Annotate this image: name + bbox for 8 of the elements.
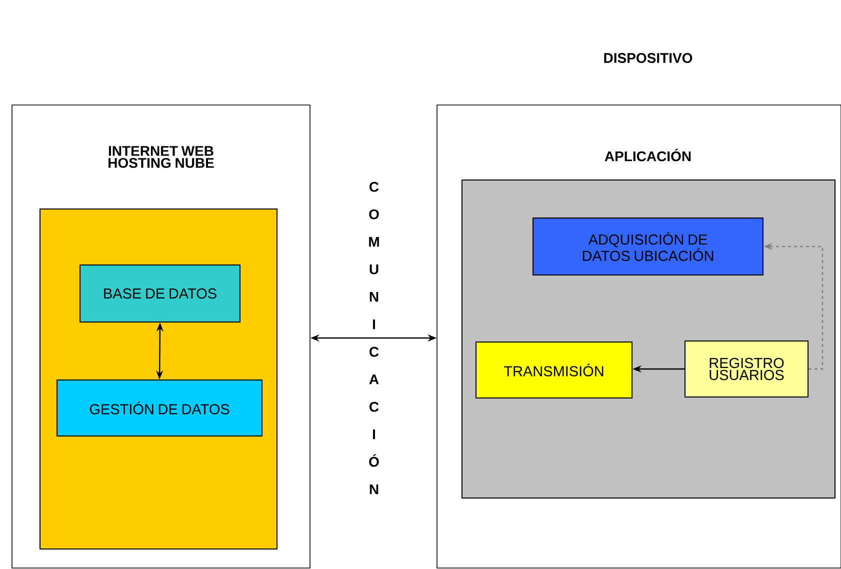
process-box: GESTIÓN DE DATOS	[56, 380, 262, 436]
process-box: TRANSMISIÓN	[476, 342, 632, 398]
edge-label: COMUNICACIÓN	[369, 182, 379, 494]
process-box: ADQUISICIÓN DE DATOS UBICACIÓN	[532, 218, 764, 276]
process-box: BASE DE DATOS	[80, 264, 240, 322]
process-box: REGISTRO USUARIOS	[684, 340, 808, 398]
node-label: DISPOSITIVO	[604, 53, 692, 63]
node-label: APLICACIÓN	[604, 148, 691, 162]
